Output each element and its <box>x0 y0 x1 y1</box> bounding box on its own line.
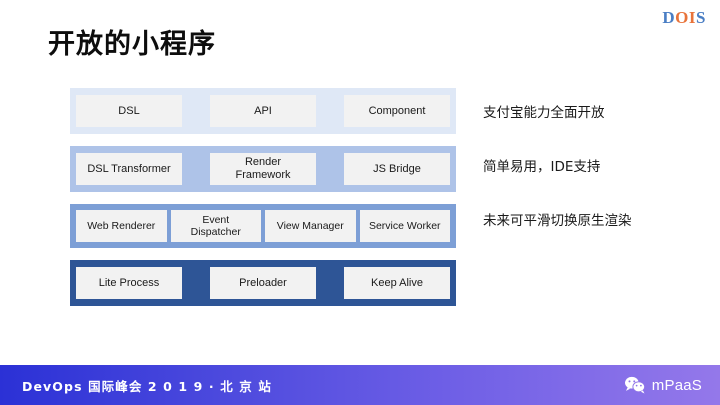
page-title: 开放的小程序 <box>48 29 216 60</box>
logo-letter-o: O <box>675 8 689 27</box>
stack-cell-dsl-transformer[interactable]: DSL Transformer <box>76 153 182 185</box>
logo-letter-i: I <box>688 8 697 27</box>
annotation-easy-to-use: 简单易用，IDE支持 <box>483 159 601 176</box>
stack-cell-component[interactable]: Component <box>344 95 450 127</box>
annotation-list: 支付宝能力全面开放 简单易用，IDE支持 未来可平滑切换原生渲染 <box>483 105 708 230</box>
stack-cell-lite-process[interactable]: Lite Process <box>76 267 182 299</box>
architecture-stack: DSL API Component DSL Transformer Render… <box>70 88 456 306</box>
stack-cell-keep-alive[interactable]: Keep Alive <box>344 267 450 299</box>
logo-letter-s: S <box>696 8 706 27</box>
stack-band-process-layer: Lite Process Preloader Keep Alive <box>70 260 456 306</box>
stack-cell-view-manager[interactable]: View Manager <box>265 210 356 242</box>
stack-cell-dsl[interactable]: DSL <box>76 95 182 127</box>
stack-cell-service-worker[interactable]: Service Worker <box>359 210 450 242</box>
annotation-alipay-capability: 支付宝能力全面开放 <box>483 105 605 121</box>
footer-brand: mPaaS <box>624 376 702 394</box>
stack-cell-web-renderer[interactable]: Web Renderer <box>76 210 167 242</box>
logo-letter-d: D <box>662 8 676 27</box>
dois-logo: DOIS <box>662 9 706 26</box>
stack-cell-js-bridge[interactable]: JS Bridge <box>344 153 450 185</box>
wechat-icon <box>624 376 645 394</box>
brand-label: mPaaS <box>651 376 702 394</box>
stack-cell-preloader[interactable]: Preloader <box>210 267 316 299</box>
annotation-native-render: 未来可平滑切换原生渲染 <box>483 213 632 230</box>
stack-cell-api[interactable]: API <box>210 95 316 127</box>
footer-bar: DevOps 国际峰会 2 0 1 9 · 北 京 站 mPaaS <box>0 365 720 405</box>
footer-event-title: DevOps 国际峰会 2 0 1 9 · 北 京 站 <box>22 378 272 394</box>
stack-band-presentation-layer: DSL API Component <box>70 88 456 134</box>
